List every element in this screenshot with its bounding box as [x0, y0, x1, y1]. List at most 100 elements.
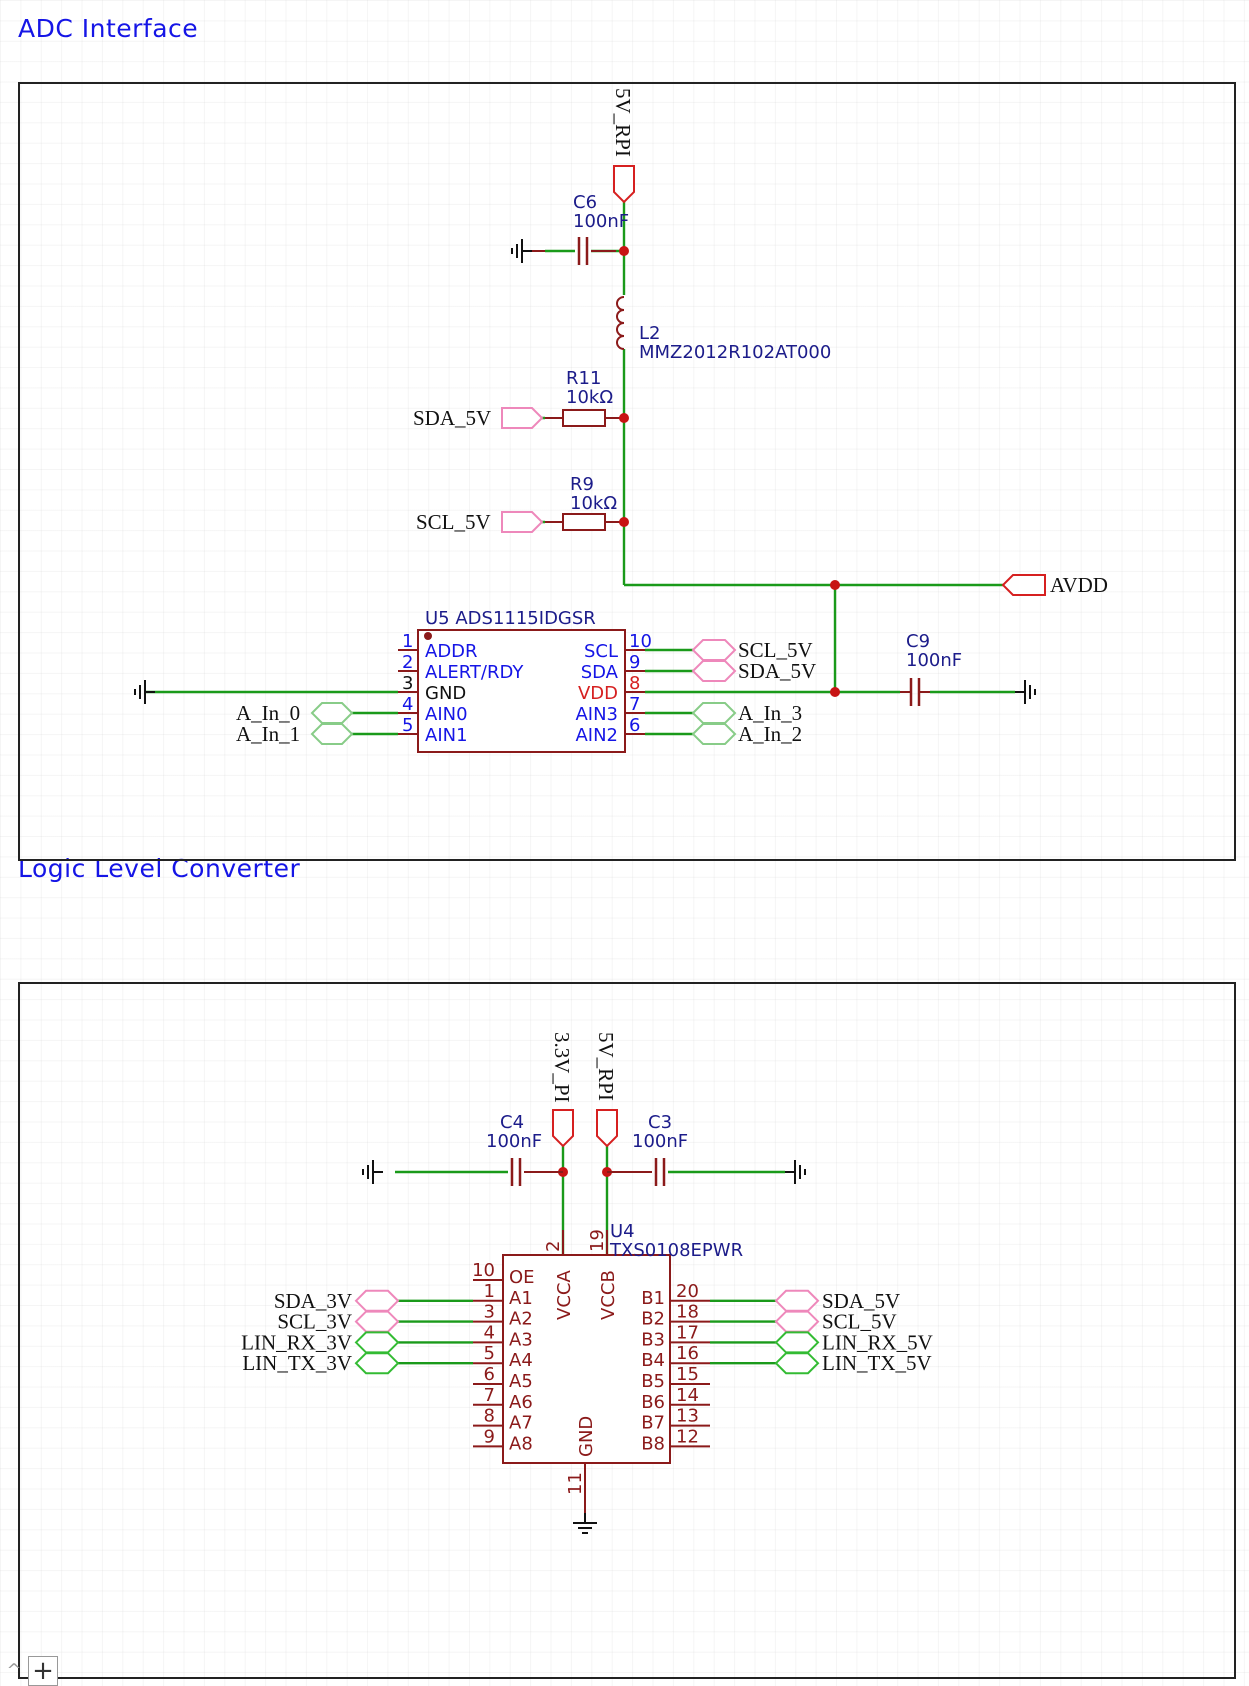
u5-pin-name: AIN0 [425, 704, 468, 725]
u4-pin-num: 12 [676, 1426, 699, 1447]
port-a-in-0 [310, 702, 354, 724]
u4-pin-name: OE [509, 1267, 535, 1288]
ground-icon [134, 680, 155, 704]
net-label-sda-5v-r: SDA_5V [738, 659, 816, 683]
adc-frame [18, 82, 1236, 861]
u5-pin-num: 9 [629, 652, 640, 673]
u5-pin-name: VDD [578, 683, 618, 704]
power-port-3v3 [552, 1109, 574, 1148]
port-sda-3v [354, 1289, 400, 1312]
c4-value: 100nF [486, 1131, 542, 1152]
u4-pin-num: 16 [676, 1343, 699, 1364]
u5-pin-name: AIN3 [575, 704, 618, 725]
ground-icon [511, 239, 532, 263]
adc-section-title: ADC Interface [18, 14, 199, 43]
zoom-in-button[interactable]: + [28, 1656, 58, 1686]
net-label-sda-5v: SDA_5V [413, 406, 491, 430]
port-scl-3v [354, 1310, 400, 1333]
net-label-a-in-1: A_In_1 [236, 722, 300, 746]
net-label-lin-tx-3v: LIN_TX_3V [242, 1351, 352, 1375]
junction-dot [619, 413, 629, 423]
net-label-sda-5v-r: SDA_5V [822, 1289, 900, 1313]
u5-pin-name: GND [425, 683, 466, 704]
u5-pin-num: 3 [402, 673, 413, 694]
power-label-5v-b: 5V_RPI [594, 1032, 618, 1101]
u5-pin-num: 5 [402, 715, 413, 736]
u4-pin-num: 5 [484, 1343, 495, 1364]
ic-u4-body [502, 1254, 671, 1464]
u5-pin-name: SCL [584, 641, 618, 662]
power-label-3v3: 3.3V_PI [550, 1032, 574, 1103]
net-labels: 5V_RPIC6100nFL2MMZ2012R102AT000R1110kΩSD… [236, 88, 1108, 1495]
net-label-scl-5v: SCL_5V [416, 510, 491, 534]
power-label-5v-rpi: 5V_RPI [611, 88, 635, 157]
net-label-scl-3v: SCL_3V [277, 1310, 352, 1334]
u4-pin-num: 1 [484, 1281, 495, 1302]
u4-pin-num: 6 [484, 1364, 495, 1385]
net-label-a-in-2: A_In_2 [738, 722, 802, 746]
net-label-sda-3v: SDA_3V [274, 1289, 352, 1313]
u4-pin-num: 9 [484, 1426, 495, 1447]
net-label-lin-rx-5v-r: LIN_RX_5V [822, 1330, 933, 1354]
u4-pin-num: 11 [565, 1472, 586, 1495]
c3-value: 100nF [632, 1131, 688, 1152]
port-sda-5v [501, 407, 544, 429]
port-lin-tx-5v-r [774, 1352, 820, 1375]
u4-pin-num: 17 [676, 1322, 699, 1343]
c9-value: 100nF [906, 650, 962, 671]
resistor-r11 [562, 409, 606, 427]
u5-pin-num: 2 [402, 652, 413, 673]
ic-u5-body [417, 629, 626, 753]
port-scl-5v-r [691, 639, 737, 661]
l2-ref: L2 [639, 323, 660, 344]
net-label-lin-tx-5v-r: LIN_TX_5V [822, 1351, 932, 1375]
junction-dot [830, 580, 840, 590]
port-lin-rx-5v-r [774, 1331, 820, 1354]
ground-icon [785, 1160, 806, 1184]
u4-pin-name: A4 [509, 1350, 533, 1371]
power-port-5v-rpi-b [596, 1109, 618, 1148]
u5-pin-name: SDA [581, 662, 619, 683]
port-avdd [1001, 574, 1046, 596]
u4-pin-num: 3 [484, 1302, 495, 1323]
u5-pin-num: 1 [402, 631, 413, 652]
r9-ref: R9 [570, 474, 594, 495]
u4-pin-name: B4 [641, 1350, 665, 1371]
c3-ref: C3 [648, 1112, 672, 1133]
u4-pin-name: A3 [509, 1329, 533, 1350]
components [134, 165, 1046, 1534]
u4-pin-name: A5 [509, 1371, 533, 1392]
r9-value: 10kΩ [570, 493, 617, 514]
u4-pin-name: A7 [509, 1413, 533, 1434]
collapse-icon[interactable]: ^ [6, 1660, 22, 1681]
u4-part: TXS0108EPWR [609, 1240, 743, 1261]
net-label-scl-5v-r: SCL_5V [738, 638, 813, 662]
u4-pin-name: B7 [641, 1413, 665, 1434]
u5-pin-num: 8 [629, 673, 640, 694]
c4-ref: C4 [500, 1112, 524, 1133]
inductor-coil [616, 296, 625, 350]
port-sda-5v-r [691, 660, 737, 682]
u4-pin-num: 2 [543, 1241, 564, 1252]
port-a-in-2 [691, 723, 737, 745]
u5-pin-num: 4 [402, 694, 413, 715]
pin1-marker [424, 632, 432, 640]
u4-pin-name: A1 [509, 1288, 533, 1309]
c6-value: 100nF [573, 211, 629, 232]
port-scl-5v-r [774, 1310, 820, 1333]
c6-ref: C6 [573, 192, 597, 213]
port-sda-5v-r [774, 1289, 820, 1312]
u5-pin-name: AIN1 [425, 725, 468, 746]
r11-value: 10kΩ [566, 387, 613, 408]
u4-pin-num: 18 [676, 1302, 699, 1323]
ground-icon [362, 1160, 383, 1184]
u5-pin-num: 7 [629, 694, 640, 715]
u4-pin-num: 14 [676, 1385, 699, 1406]
c9-ref: C9 [906, 631, 930, 652]
net-label-avdd: AVDD [1050, 573, 1108, 597]
u4-pin-name: A6 [509, 1392, 533, 1413]
u5-ref-part: U5 ADS1115IDGSR [425, 608, 596, 629]
u4-pin-name: B8 [641, 1433, 665, 1454]
ground-icon [573, 1513, 597, 1534]
